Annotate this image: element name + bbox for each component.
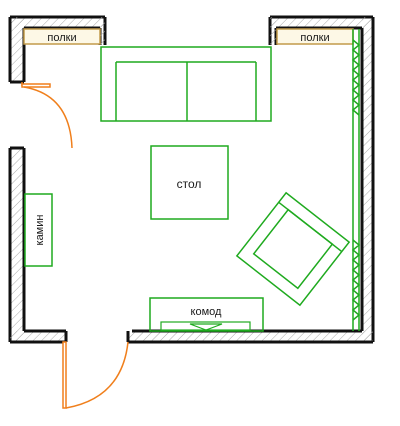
shelf-right: полки [276,28,354,45]
wall-bottom-left [10,331,66,342]
armchair [235,191,351,307]
shelf-left: полки [23,28,101,45]
curtain-right [351,29,361,331]
sofa [100,46,272,122]
door-left [21,82,73,149]
door-bottom [62,341,129,409]
fireplace: камин [24,193,53,267]
table: стол [150,145,229,220]
walls [8,15,375,344]
table-label: стол [177,177,202,191]
wall-left-lower [10,148,24,342]
wall-bottom-right [128,331,373,342]
shelf-right-label: полки [300,32,329,44]
wall-right [362,17,373,342]
wall-top-left [10,17,105,28]
fireplace-label: камин [34,215,46,246]
dresser: комод [149,297,264,332]
dresser-label: комод [191,306,222,318]
wall-top-right [270,17,373,28]
shelf-left-label: полки [47,32,76,44]
wall-left-upper [10,17,24,82]
